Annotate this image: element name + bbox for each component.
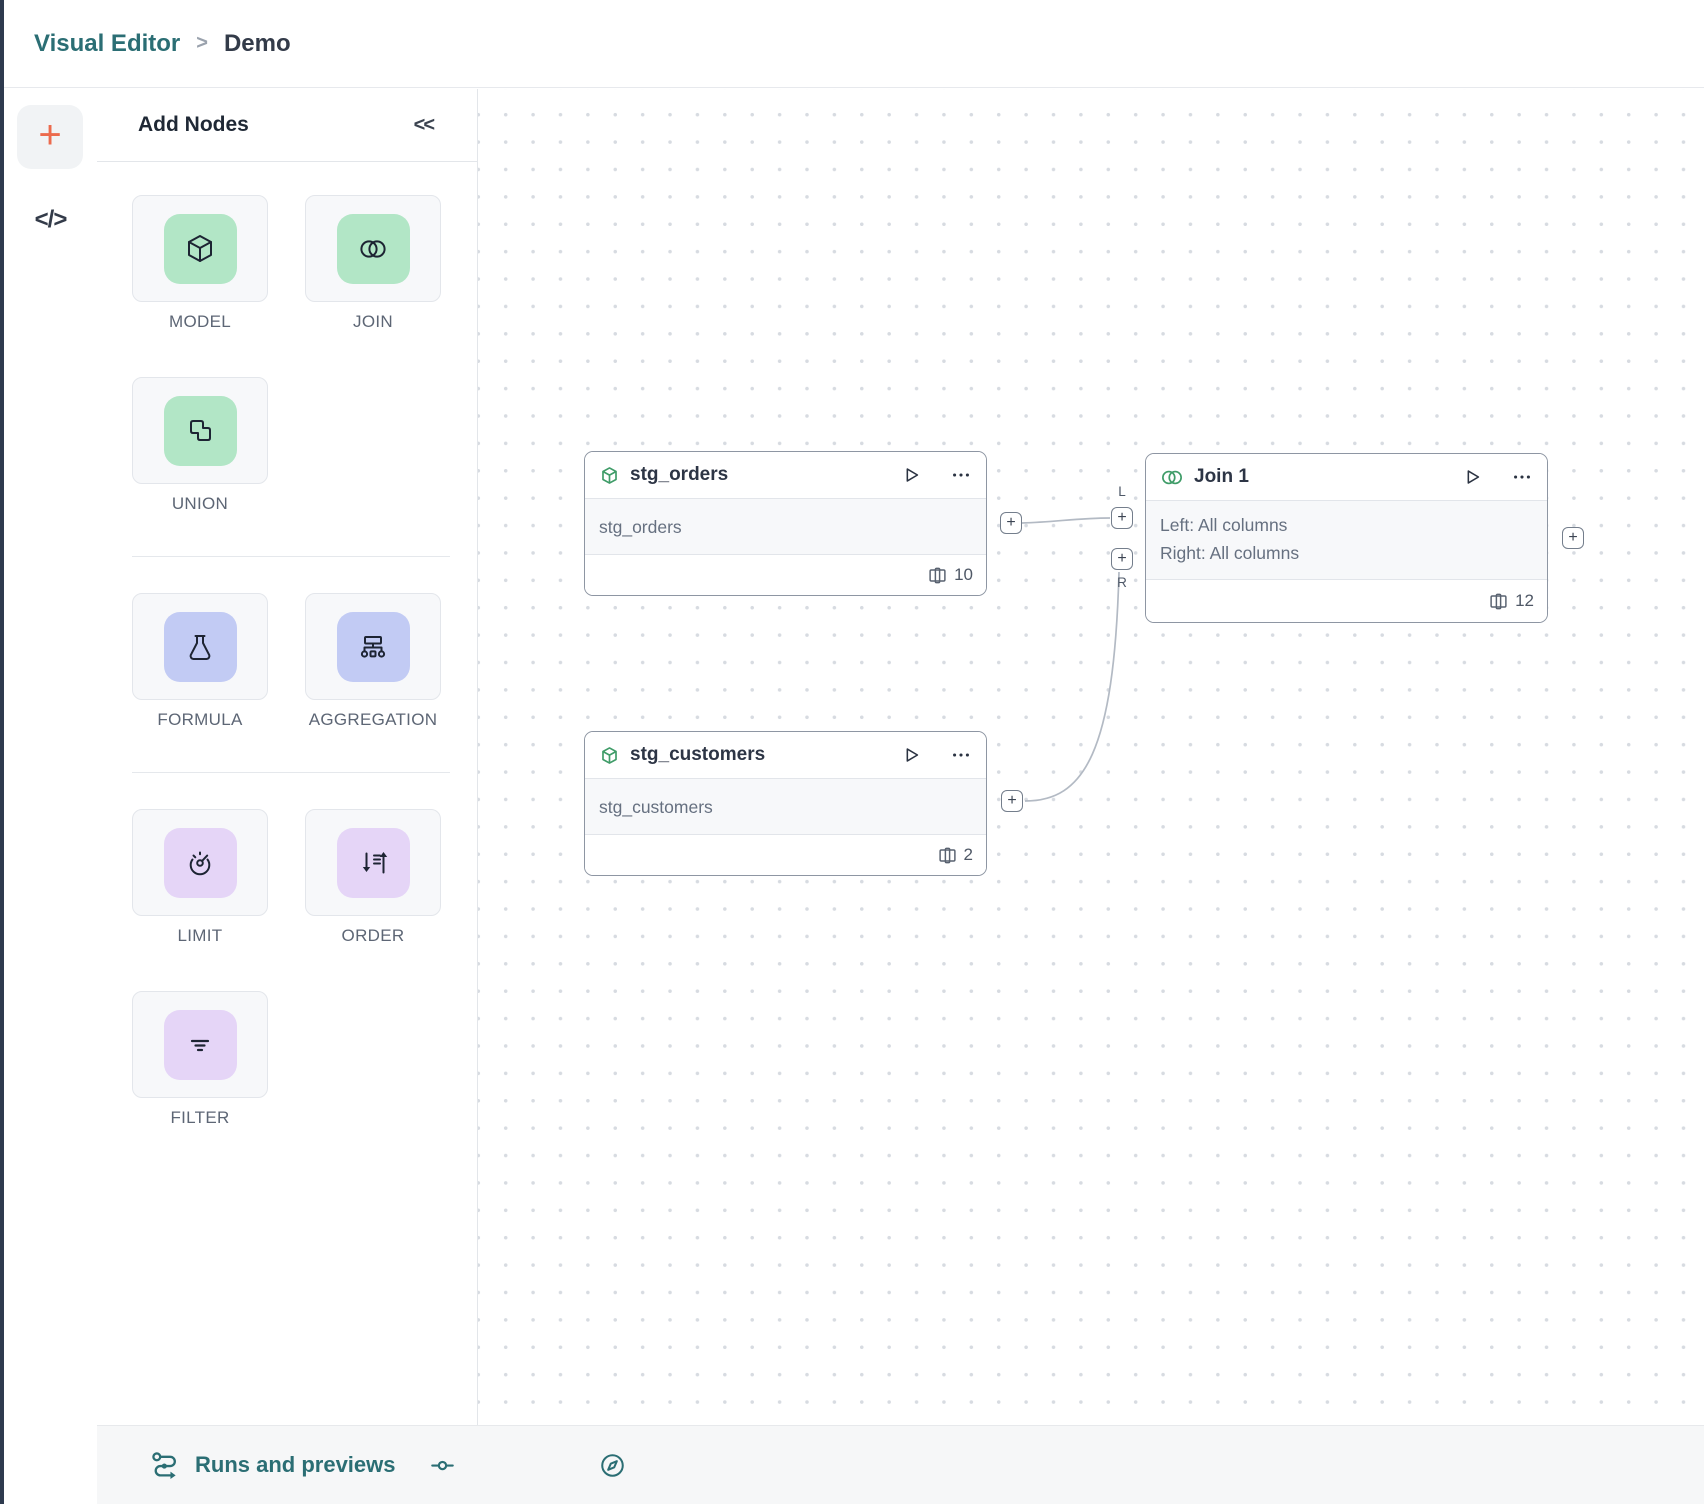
bottom-statusbar: Runs and previews bbox=[97, 1425, 1704, 1504]
ellipsis-icon bbox=[1514, 475, 1530, 479]
runs-and-previews-label: Runs and previews bbox=[195, 1452, 396, 1477]
node-title: stg_orders bbox=[630, 464, 729, 485]
run-node-button[interactable] bbox=[900, 744, 922, 766]
panel-group-divider bbox=[132, 772, 450, 773]
node-tile-limit[interactable]: LIMIT bbox=[132, 809, 268, 946]
column-count: 2 bbox=[963, 845, 973, 864]
aggregation-icon bbox=[360, 635, 386, 658]
code-icon: </> bbox=[34, 206, 68, 233]
stg-customers-output-port[interactable]: + bbox=[1001, 790, 1023, 812]
play-icon bbox=[1467, 470, 1480, 484]
join-circles-icon bbox=[1162, 470, 1182, 484]
node-menu-button[interactable] bbox=[950, 744, 972, 766]
node-join-1[interactable]: Join 1 Left: All columns Right: All colu… bbox=[1145, 453, 1548, 623]
tile-label: MODEL bbox=[169, 312, 231, 331]
node-menu-button[interactable] bbox=[1511, 466, 1533, 488]
compass-icon bbox=[600, 1453, 624, 1477]
play-icon bbox=[906, 468, 919, 482]
node-tile-filter[interactable]: FILTER bbox=[132, 991, 268, 1128]
node-subtitle: stg_orders bbox=[585, 499, 986, 555]
node-tile-formula[interactable]: FORMULA bbox=[132, 593, 268, 730]
breadcrumb-app-link[interactable]: Visual Editor bbox=[34, 29, 181, 57]
column-count: 10 bbox=[954, 565, 973, 584]
filter-lines-icon bbox=[190, 1039, 210, 1051]
panel-group-divider bbox=[132, 556, 450, 557]
left-rail: + </> bbox=[4, 89, 97, 1504]
node-header: stg_customers bbox=[585, 732, 986, 779]
join-left-port-label: L bbox=[1118, 484, 1126, 499]
tile-group-filters: LIMIT ORDER bbox=[132, 809, 477, 1128]
breadcrumb-separator: > bbox=[196, 32, 208, 54]
tile-label: LIMIT bbox=[177, 926, 223, 945]
code-view-button[interactable]: </> bbox=[4, 197, 97, 243]
topbar: Visual Editor > Demo bbox=[4, 0, 1704, 88]
union-shapes-icon bbox=[190, 419, 211, 441]
node-tile-union[interactable]: UNION bbox=[132, 377, 268, 514]
ellipsis-icon bbox=[953, 473, 969, 477]
breadcrumb-current-page: Demo bbox=[223, 29, 291, 57]
node-stg-orders[interactable]: stg_orders stg_orders 10 bbox=[584, 451, 987, 596]
node-tile-order[interactable]: ORDER bbox=[305, 809, 441, 946]
pipeline-canvas[interactable]: stg_orders stg_orders 10 stg_customers bbox=[478, 89, 1704, 1425]
node-title: stg_customers bbox=[630, 744, 766, 765]
node-header: Join 1 bbox=[1146, 454, 1547, 501]
run-node-button[interactable] bbox=[900, 464, 922, 486]
node-subtitle: stg_customers bbox=[585, 779, 986, 835]
join-config: Left: All columns Right: All columns bbox=[1146, 501, 1547, 580]
join-right-input-port[interactable]: + bbox=[1111, 548, 1133, 570]
panel-title: Add Nodes bbox=[138, 113, 249, 136]
tile-group-sources: MODEL JOIN UNION bbox=[132, 195, 477, 514]
join-right-port-label: R bbox=[1117, 575, 1127, 590]
runs-flow-icon bbox=[152, 1452, 176, 1480]
tile-label: AGGREGATION bbox=[308, 710, 438, 729]
join-right-line: Right: All columns bbox=[1160, 542, 1300, 563]
add-node-button[interactable]: + bbox=[17, 105, 83, 169]
collapse-panel-icon[interactable]: << bbox=[413, 113, 435, 136]
columns-icon bbox=[938, 847, 956, 863]
join-left-input-port[interactable]: + bbox=[1111, 507, 1133, 529]
panel-content: MODEL JOIN UNION bbox=[97, 162, 477, 1128]
node-footer: 2 bbox=[585, 835, 986, 875]
run-node-button[interactable] bbox=[1461, 466, 1483, 488]
join-left-line: Left: All columns bbox=[1160, 515, 1288, 535]
stg-orders-output-port[interactable]: + bbox=[1000, 512, 1022, 534]
ellipsis-icon bbox=[953, 753, 969, 757]
commit-icon bbox=[430, 1460, 454, 1470]
cube-icon bbox=[188, 234, 212, 262]
node-tile-model[interactable]: MODEL bbox=[132, 195, 268, 332]
join-output-port[interactable]: + bbox=[1562, 527, 1584, 549]
model-cube-icon bbox=[602, 466, 617, 484]
sort-icon bbox=[362, 851, 388, 873]
play-icon bbox=[906, 748, 919, 762]
columns-icon bbox=[1490, 593, 1507, 609]
node-menu-button[interactable] bbox=[950, 464, 972, 486]
node-tile-join[interactable]: JOIN bbox=[305, 195, 441, 332]
node-tile-aggregation[interactable]: AGGREGATION bbox=[305, 593, 441, 730]
window-edge-border bbox=[0, 0, 4, 1504]
column-count: 12 bbox=[1515, 591, 1534, 610]
node-footer: 12 bbox=[1146, 580, 1547, 622]
node-title: Join 1 bbox=[1194, 466, 1249, 487]
node-header: stg_orders bbox=[585, 452, 986, 499]
tile-label: FORMULA bbox=[157, 710, 243, 729]
gauge-icon bbox=[189, 851, 211, 875]
model-cube-icon bbox=[602, 746, 617, 764]
node-stg-customers[interactable]: stg_customers stg_customers 2 bbox=[584, 731, 987, 876]
add-nodes-panel: Add Nodes << MODEL bbox=[97, 89, 478, 1425]
runs-and-previews-button[interactable]: Runs and previews bbox=[150, 1450, 396, 1480]
plus-icon: + bbox=[38, 113, 62, 157]
add-nodes-panel-header: Add Nodes << bbox=[97, 89, 477, 162]
columns-icon bbox=[929, 567, 946, 583]
compass-navigate-button[interactable] bbox=[599, 1452, 626, 1479]
tile-label: JOIN bbox=[353, 312, 393, 331]
commit-button[interactable] bbox=[430, 1453, 455, 1478]
tile-label: ORDER bbox=[341, 926, 405, 945]
join-circles-icon bbox=[360, 239, 386, 258]
tile-label: UNION bbox=[171, 494, 229, 513]
tile-label: FILTER bbox=[170, 1108, 230, 1127]
flask-icon bbox=[189, 634, 211, 660]
tile-group-transforms: FORMULA AGGREGATION bbox=[132, 593, 477, 730]
node-footer: 10 bbox=[585, 555, 986, 595]
